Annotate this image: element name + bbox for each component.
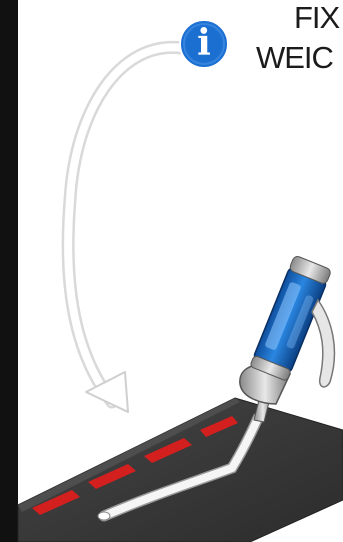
info-icon[interactable]: i xyxy=(178,18,230,70)
substrate-strip xyxy=(18,398,343,542)
heading-line-2: WEIC xyxy=(256,42,333,73)
heading: FIX WEIC xyxy=(250,0,343,80)
sealant-cartridge-icon xyxy=(240,255,335,422)
curved-arrow-icon xyxy=(68,47,182,412)
heading-line-1: FIX xyxy=(294,2,339,33)
info-letter: i xyxy=(178,25,230,61)
